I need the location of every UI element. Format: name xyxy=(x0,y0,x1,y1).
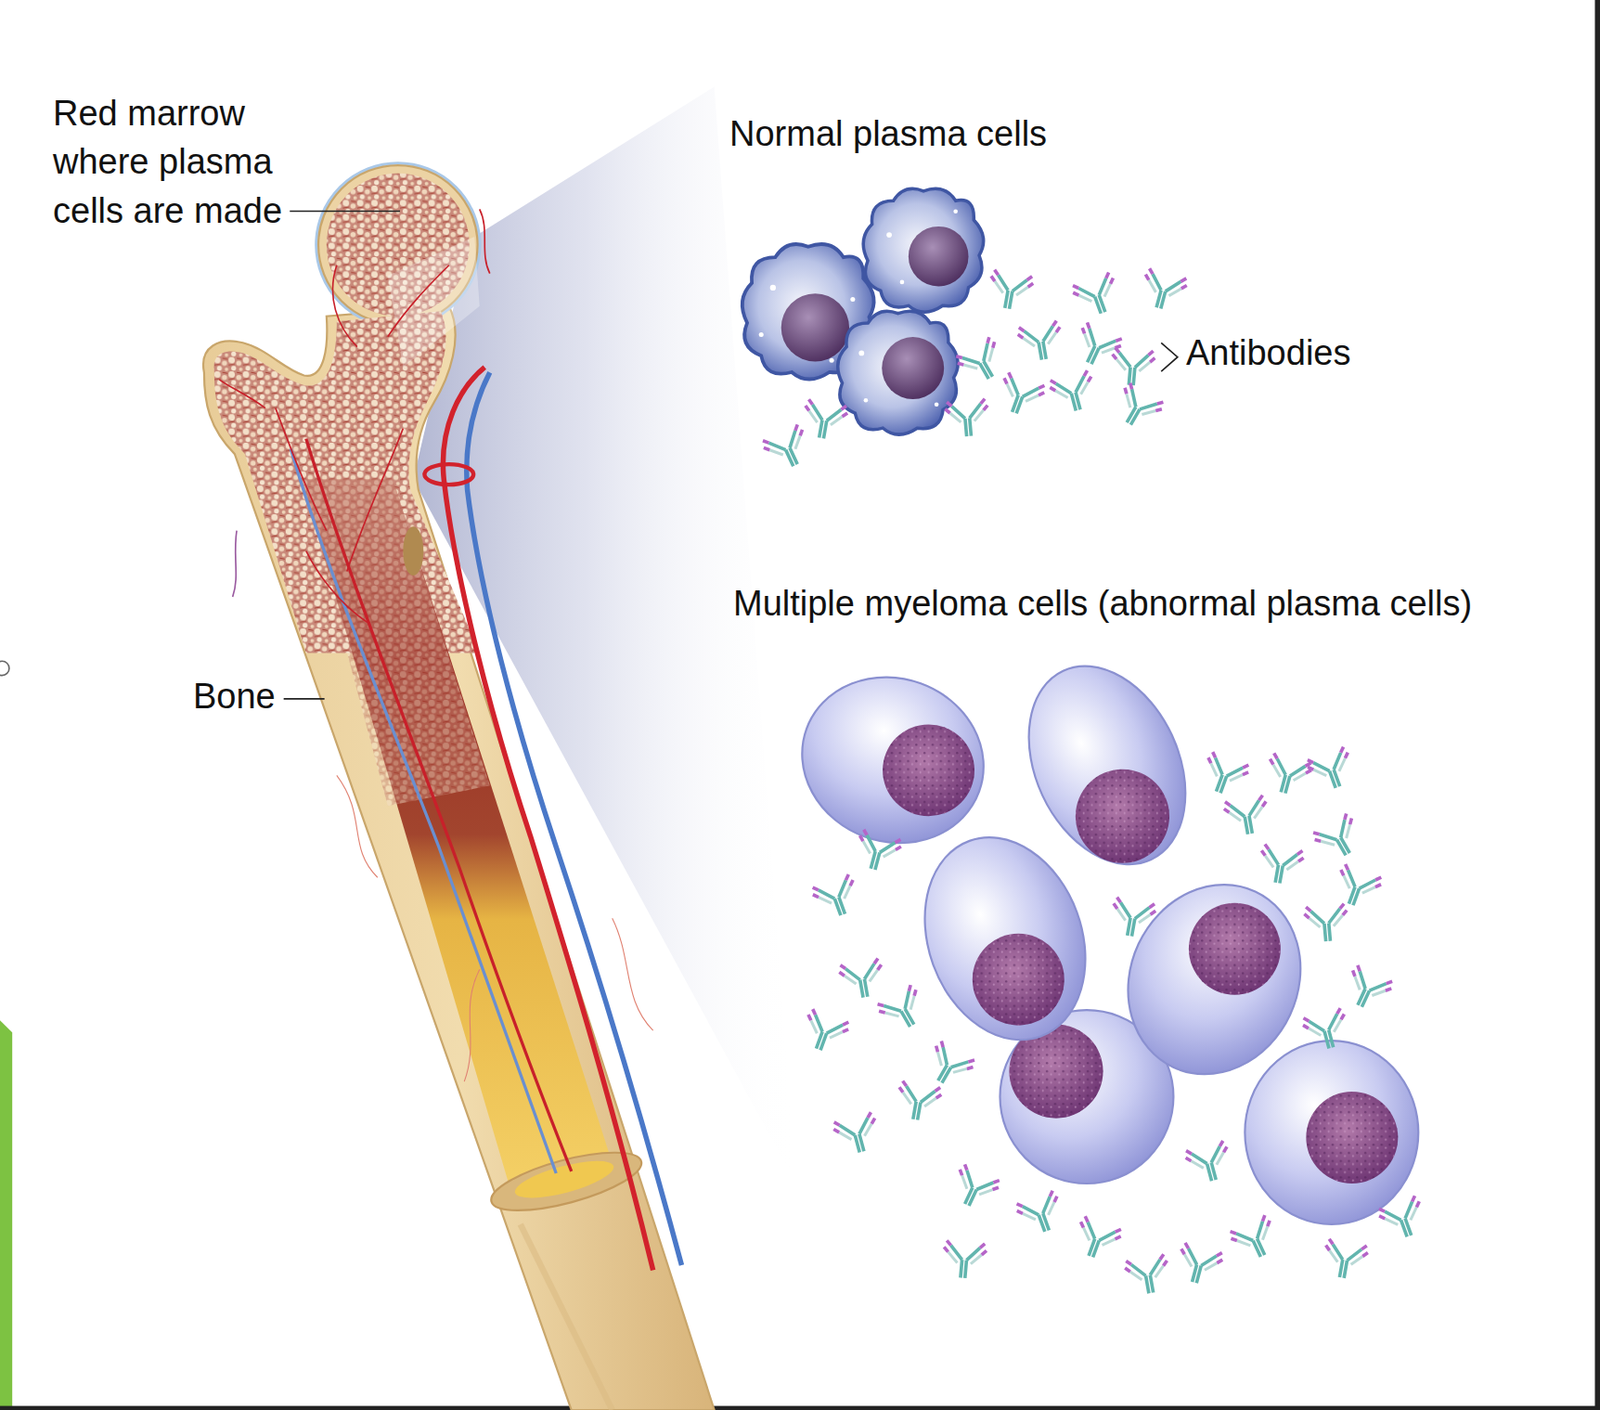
normal-plasma-cells xyxy=(742,188,984,435)
femur-illustration xyxy=(203,163,715,1410)
bottom-border xyxy=(0,1406,1600,1410)
panel-heading: Normal plasma cells xyxy=(729,113,1047,156)
right-border xyxy=(1595,0,1600,1410)
callout-label: Bone xyxy=(193,675,276,719)
edge-circle xyxy=(0,660,10,675)
green-edge-bar xyxy=(0,1019,13,1410)
leader-lines xyxy=(283,211,1178,699)
callout-label: Red marrow where plasma cells are made xyxy=(52,89,304,235)
myeloma-cells xyxy=(778,640,1419,1225)
callout-label: Antibodies xyxy=(1186,332,1351,375)
panel-heading: Multiple myeloma cells (abnormal plasma … xyxy=(733,582,1472,626)
antibodies xyxy=(761,268,1430,1297)
